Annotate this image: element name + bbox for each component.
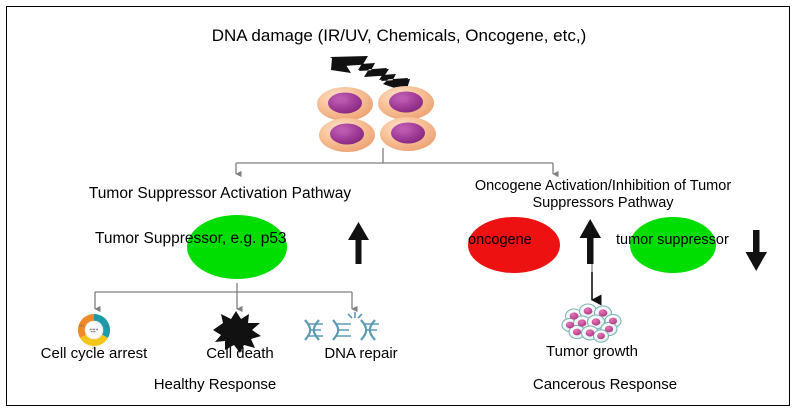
cancerous-response-caption: Cancerous Response [532,376,678,393]
left-pathway-title: Tumor Suppressor Activation Pathway [88,185,352,202]
figure-border [6,6,790,406]
outcome-label-cell-cycle-arrest: Cell cycle arrest [40,345,148,362]
outcome-label-dna-repair: DNA repair [324,345,398,362]
oncogene-node-label: oncogene [468,232,532,248]
tumor-suppressor-right-node-label: tumor suppressor [616,232,729,248]
right-pathway-title: Oncogene Activation/Inhibition of Tumor … [474,178,732,212]
outcome-label-cell-death: Cell death [206,345,274,362]
outcome-label-tumor-growth: Tumor growth [546,343,638,360]
healthy-response-caption: Healthy Response [153,376,277,393]
figure-title: DNA damage (IR/UV, Chemicals, Oncogene, … [211,26,587,45]
tumor-suppressor-node-label: Tumor Suppressor, e.g. p53 [95,230,287,247]
